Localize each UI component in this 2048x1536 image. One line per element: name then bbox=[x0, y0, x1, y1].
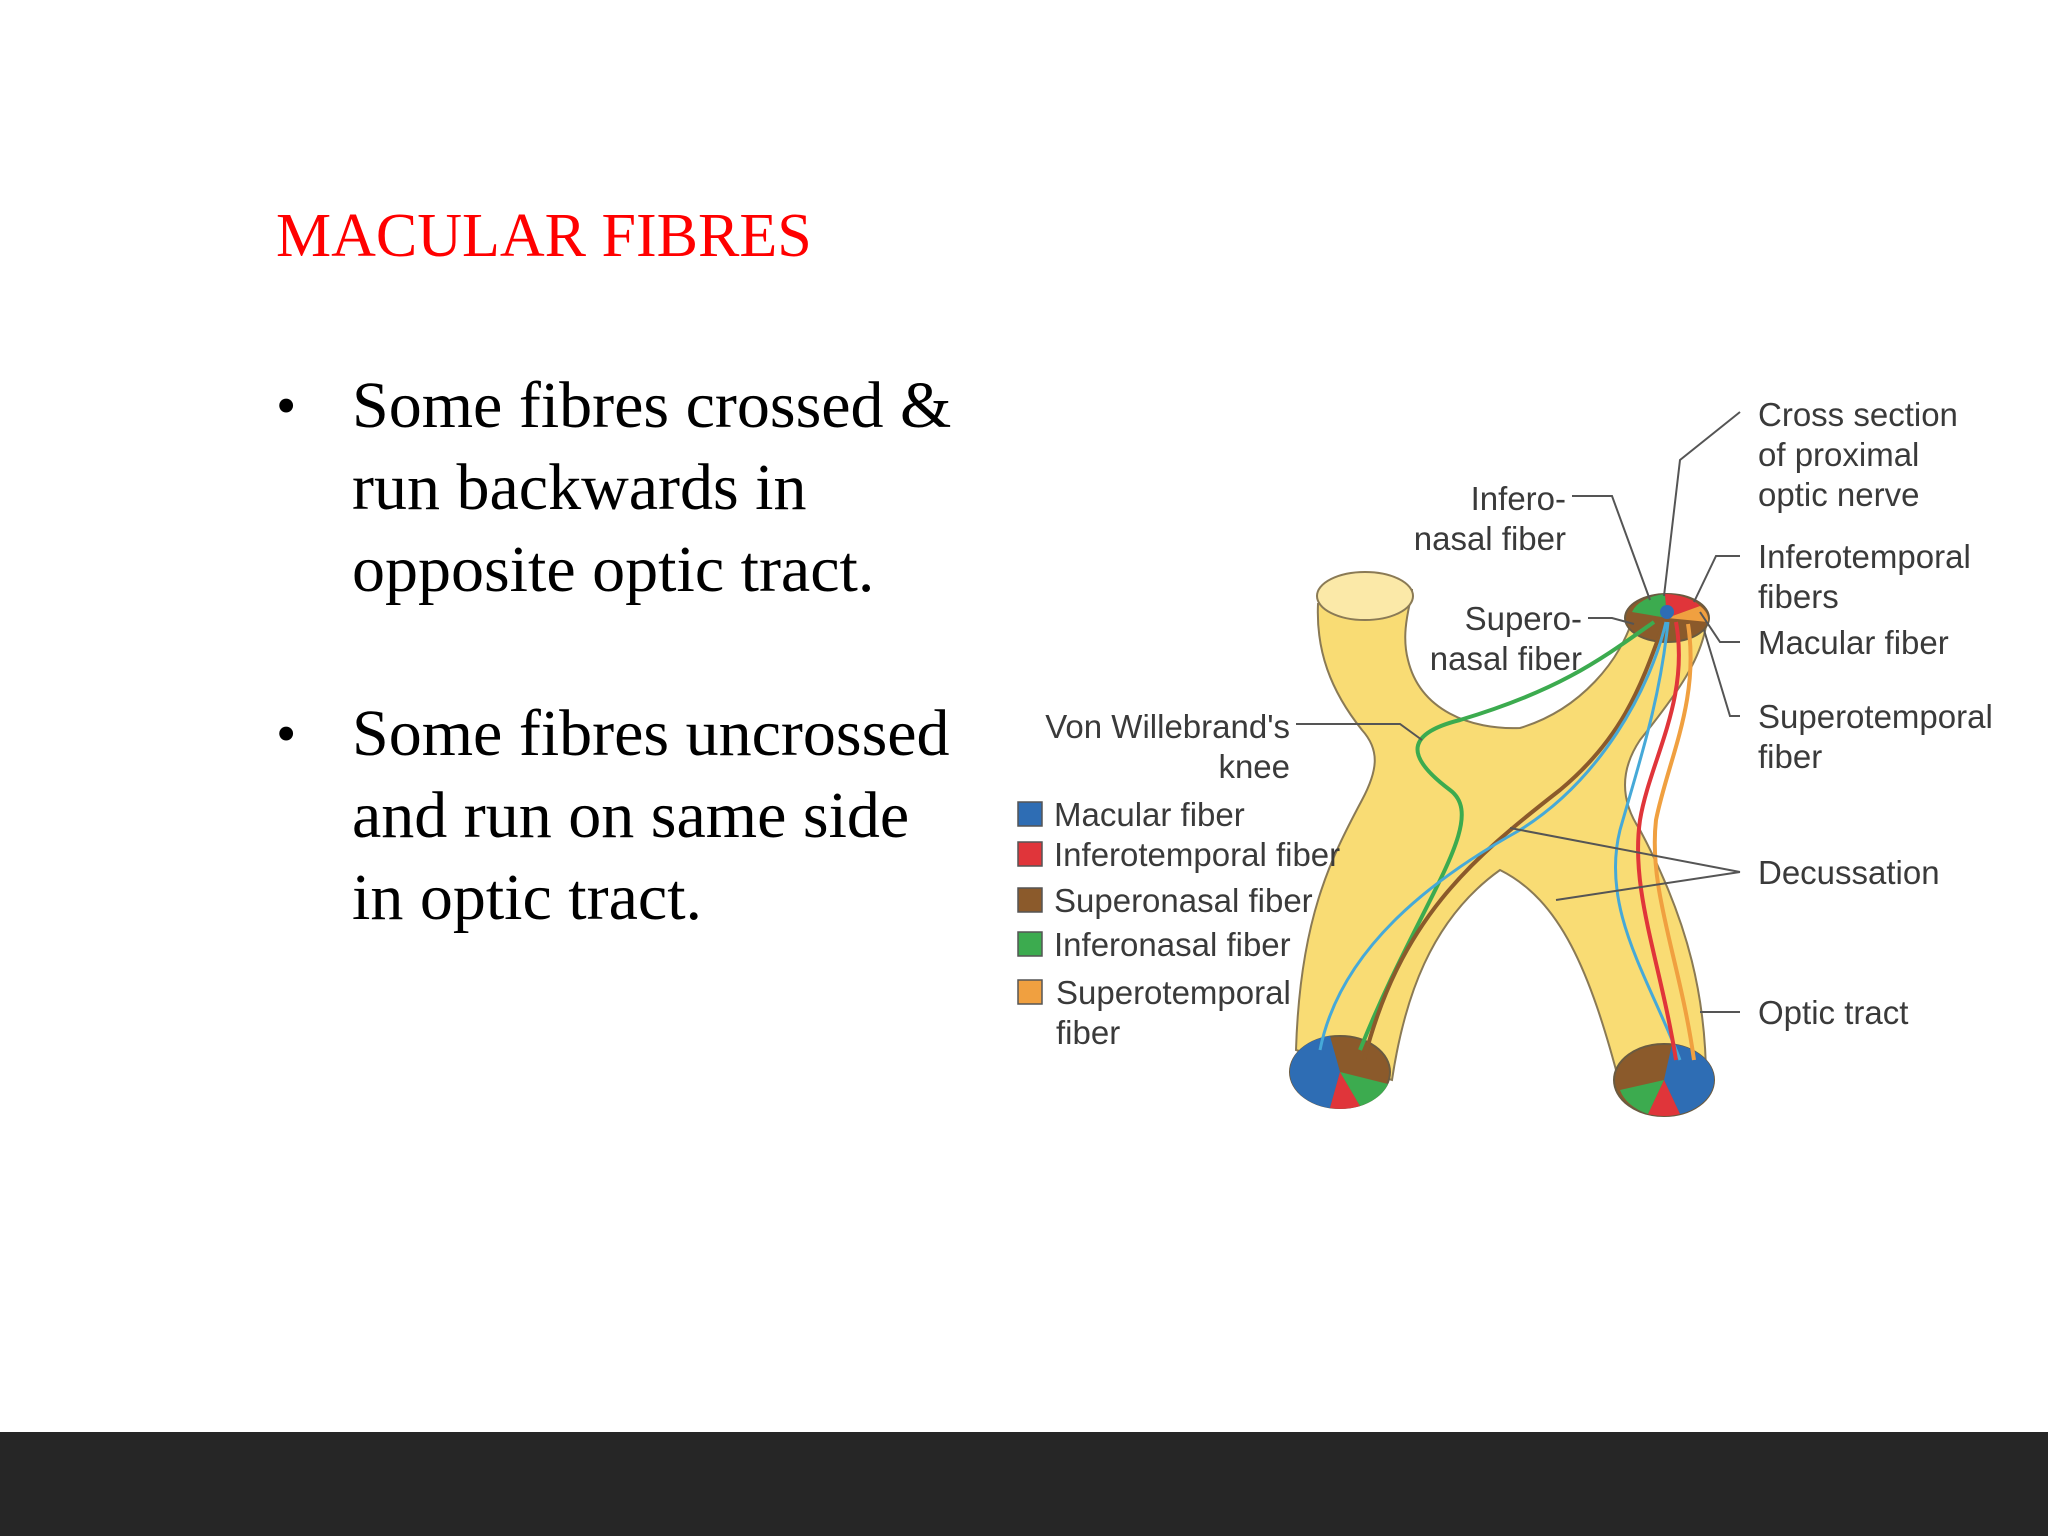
legend-label: Macular fiber bbox=[1054, 796, 1245, 833]
legend-item-inferotemporal: Inferotemporal fiber bbox=[1017, 836, 1340, 873]
bullet-line: Some fibres uncrossed bbox=[352, 697, 950, 770]
bullet-line: in optic tract. bbox=[352, 861, 703, 934]
legend-swatch bbox=[1017, 801, 1043, 827]
footer-bar bbox=[0, 1432, 2048, 1536]
inferotemporal-fiber-line bbox=[1636, 621, 1681, 1061]
superotemporal-fiber-line bbox=[1652, 623, 1696, 1061]
bullet-icon: • bbox=[276, 373, 297, 438]
legend-swatch bbox=[1017, 979, 1043, 1005]
legend-swatch bbox=[1017, 841, 1043, 867]
slide-title: MACULAR FIBRES bbox=[276, 202, 812, 270]
legend-label: Superonasal fiber bbox=[1054, 882, 1313, 919]
superonasal-fiber-line bbox=[1362, 627, 1664, 1061]
bullet-icon: • bbox=[276, 701, 297, 766]
legend-item-macular: Macular fiber bbox=[1017, 796, 1245, 833]
left-tract-cross-section bbox=[1289, 1035, 1391, 1109]
label-decussation: Decussation bbox=[1758, 854, 1940, 891]
right-tract-cross-section bbox=[1613, 1043, 1715, 1117]
bullet-line: run backwards in bbox=[352, 451, 807, 524]
legend: Macular fiber Inferotemporal fiber Super… bbox=[1017, 796, 1340, 1051]
legend-item-superonasal: Superonasal fiber bbox=[1017, 882, 1313, 919]
legend-label: Inferonasal fiber bbox=[1054, 926, 1291, 963]
bullet-line: opposite optic tract. bbox=[352, 533, 875, 606]
label-macular: Macular fiber bbox=[1758, 624, 1949, 661]
legend-label: Inferotemporal fiber bbox=[1054, 836, 1340, 873]
legend-swatch bbox=[1017, 887, 1043, 913]
bullet-line: and run on same side bbox=[352, 779, 910, 852]
label-optic-tract: Optic tract bbox=[1758, 994, 1908, 1031]
inferonasal-fiber-line bbox=[1358, 620, 1656, 1051]
macular-uncrossed-line bbox=[1614, 621, 1682, 1061]
bullet-line: Some fibres crossed & bbox=[352, 369, 952, 442]
legend-item-inferonasal: Inferonasal fiber bbox=[1017, 926, 1291, 963]
left-nerve-opening bbox=[1316, 571, 1414, 621]
bullet-list: • Some fibres crossed & run backwards in… bbox=[276, 365, 996, 1021]
bullet-item: • Some fibres crossed & run backwards in… bbox=[276, 365, 996, 611]
bullet-item: • Some fibres uncrossed and run on same … bbox=[276, 693, 996, 939]
label-inferonasal: Infero-nasal fiber bbox=[1414, 480, 1566, 557]
leader-lines bbox=[1296, 411, 1741, 1013]
legend-swatch bbox=[1017, 931, 1043, 957]
label-superonasal: Supero-nasal fiber bbox=[1430, 600, 1582, 677]
